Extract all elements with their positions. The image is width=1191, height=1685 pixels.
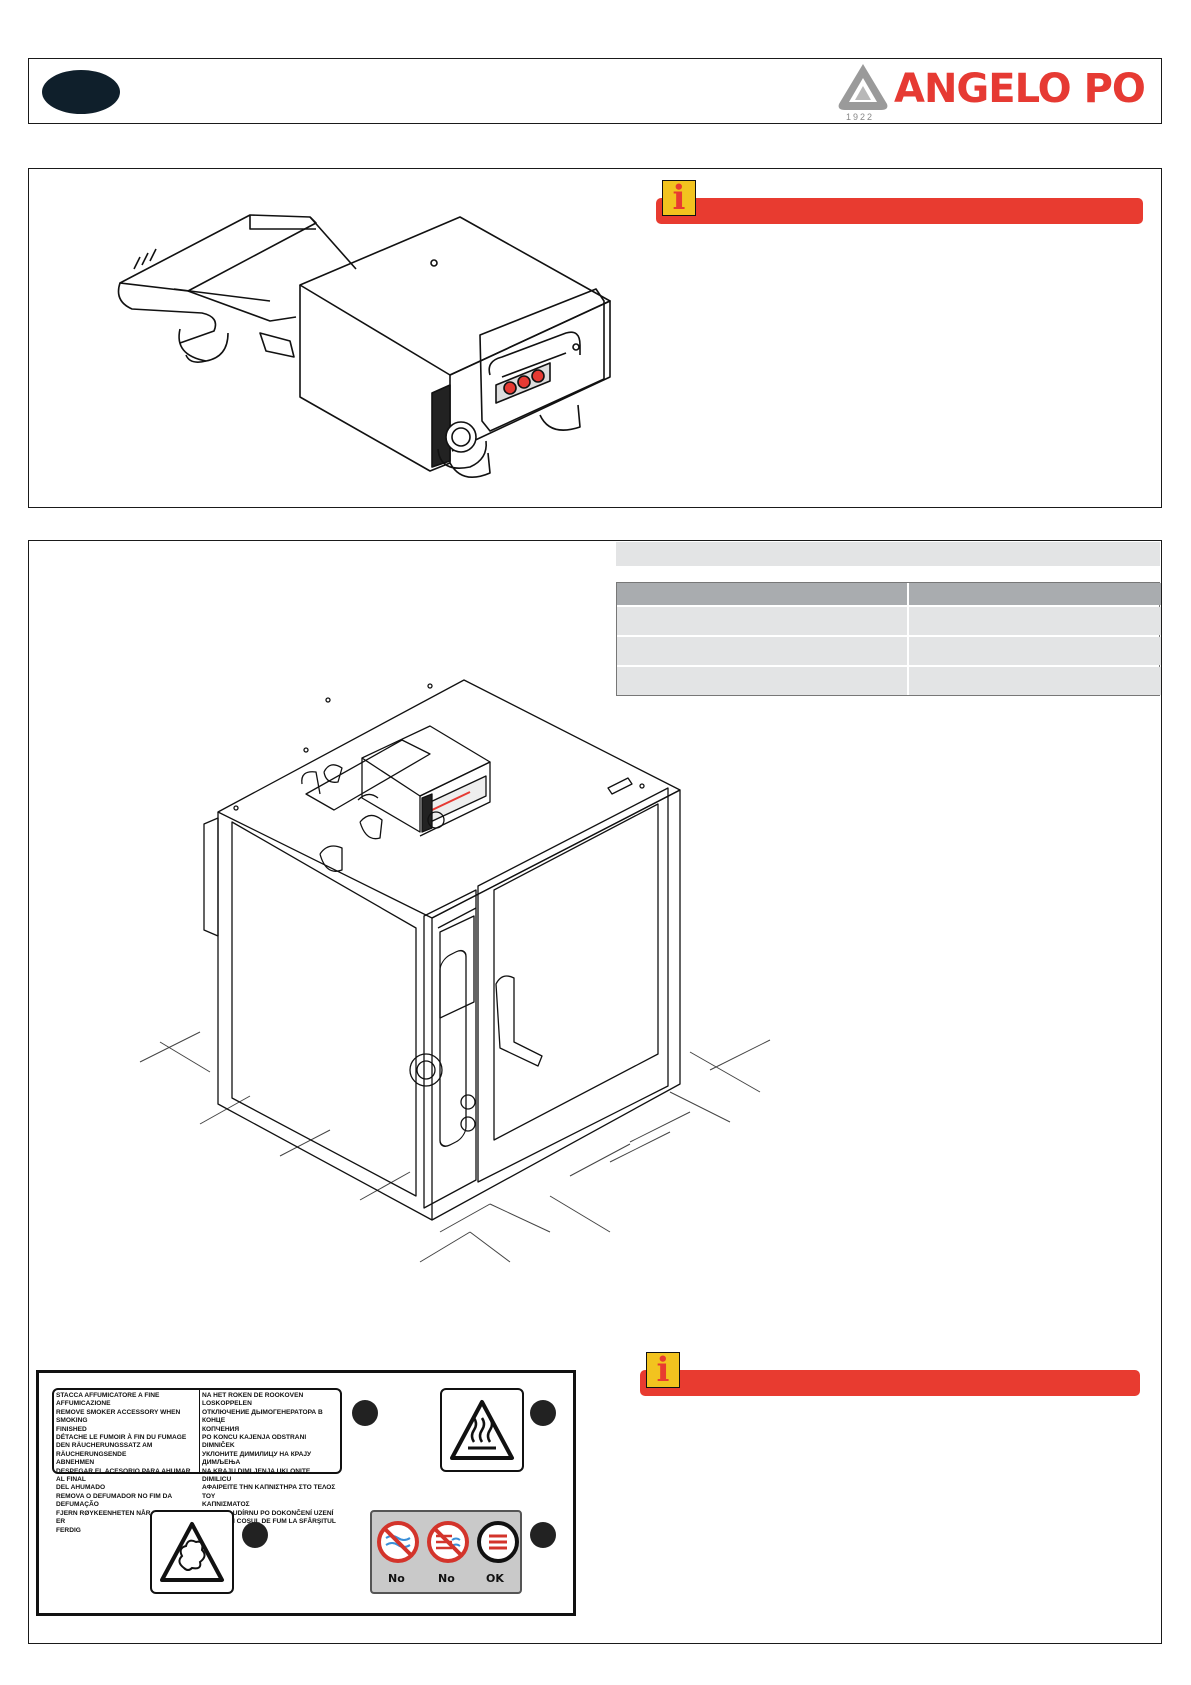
section-title-bar — [616, 542, 1160, 566]
label-line: REMOVA O DEFUMADOR NO FIM DA DEFUMAÇÃO — [56, 1492, 172, 1509]
smoker-accessory-illustration — [117, 214, 611, 479]
table-row — [909, 637, 1161, 665]
label-line: ODPOJIT UDÍRNU PO DOKONČENÍ UZENÍ — [202, 1509, 334, 1517]
label-line: УКЛОНИТЕ ДИМИЛИЦУ НА КРАЈУ ДИМЉЕЊА — [202, 1450, 312, 1467]
section-oven-installation — [28, 540, 1162, 1644]
no-water-icon — [377, 1521, 419, 1563]
brand-year: 1922 — [846, 112, 875, 122]
table-row — [617, 667, 907, 695]
language-badge — [42, 70, 120, 114]
hot-surface-sign — [440, 1388, 524, 1472]
label-line: ОТКЛЮЧЕНИЕ ДЫМОГЕНЕРАТОРА В КОНЦЕ — [202, 1408, 323, 1425]
table-row — [909, 667, 1161, 695]
label-line: DEL AHUMADO — [56, 1484, 106, 1492]
brand-logo-icon — [838, 64, 888, 110]
info-banner — [656, 198, 1143, 224]
table-row — [617, 637, 907, 665]
label-line: DEN RÄUCHERUNGSSATZ AM RÄUCHERUNGSENDE — [56, 1442, 153, 1458]
label-reference-badge — [242, 1522, 268, 1548]
table-row — [909, 607, 1161, 635]
label-line: PO KONCU KAJENJA ODSTRANI DIMNIČEK — [202, 1434, 307, 1450]
label-line: REMOVE SMOKER ACCESSORY WHEN SMOKING — [56, 1408, 181, 1425]
label-reference-badge — [352, 1400, 378, 1426]
label-line: FINISHED — [56, 1425, 87, 1433]
label-reference-badge — [530, 1522, 556, 1548]
ok-label: OK — [486, 1572, 504, 1585]
no-steam-icon — [427, 1521, 469, 1563]
no-label-2: No — [438, 1572, 455, 1585]
table-header-col1 — [617, 583, 907, 605]
smoke-warning-sign — [150, 1510, 234, 1594]
label-line: FJERN RØYKEENHETEN NÅR RØYKINGEN ER — [56, 1509, 193, 1526]
label-line: ABNEHMEN — [56, 1459, 95, 1467]
smoke-warning-icon — [160, 1522, 224, 1582]
smoker-removal-label: STACCA AFFUMICATORE A FINE AFFUMICAZIONE… — [52, 1388, 342, 1534]
hot-surface-warning-icon — [450, 1400, 514, 1460]
ok-icon — [477, 1521, 519, 1563]
no-label-1: No — [388, 1572, 405, 1585]
smoker-label-left-text: STACCA AFFUMICATORE A FINE AFFUMICAZIONE… — [56, 1392, 200, 1535]
label-line: NA HET ROKEN DE ROOKOVEN LOSKOPPELEN — [202, 1392, 304, 1408]
table-row — [617, 607, 907, 635]
label-line: DESPEGAR EL ACESORIO PARA AHUMAR AL FINA… — [56, 1467, 191, 1484]
label-line: STACCA AFFUMICATORE A FINE AFFUMICAZIONE — [56, 1392, 160, 1408]
section-smoker-accessory — [28, 168, 1162, 508]
label-line: ΚΑΠΝΙΣΜΑΤΟΣ — [202, 1501, 250, 1509]
warning-labels-panel — [36, 1370, 576, 1616]
cleaning-instructions-sign: No No OK — [370, 1510, 522, 1594]
label-line: FERDIG — [56, 1526, 81, 1534]
label-reference-badge — [530, 1400, 556, 1426]
table-header-col2 — [909, 583, 1161, 605]
info-icon: i — [646, 1352, 680, 1388]
info-banner — [640, 1370, 1140, 1396]
label-line: ΑΦΑΙΡΕΙΤΕ ΤΗΝ ΚΑΠΝΙΣΤΗΡΑ ΣΤΟ ΤΕΛΟΣ ΤΟΥ — [202, 1484, 336, 1500]
brand-name: ANGELO PO — [894, 66, 1146, 112]
info-icon: i — [662, 180, 696, 216]
compatibility-table — [616, 582, 1161, 696]
label-line: КОПЧЕНИЯ — [202, 1425, 240, 1433]
label-line: NA KRAJU DIMLJENJA UKLONITE DIMILICU — [202, 1467, 311, 1484]
label-line: DÉTACHE LE FUMOIR À FIN DU FUMAGE — [56, 1434, 187, 1442]
label-divider — [199, 1390, 200, 1472]
oven-with-smoker-illustration — [139, 679, 771, 1263]
header-frame — [28, 58, 1162, 124]
